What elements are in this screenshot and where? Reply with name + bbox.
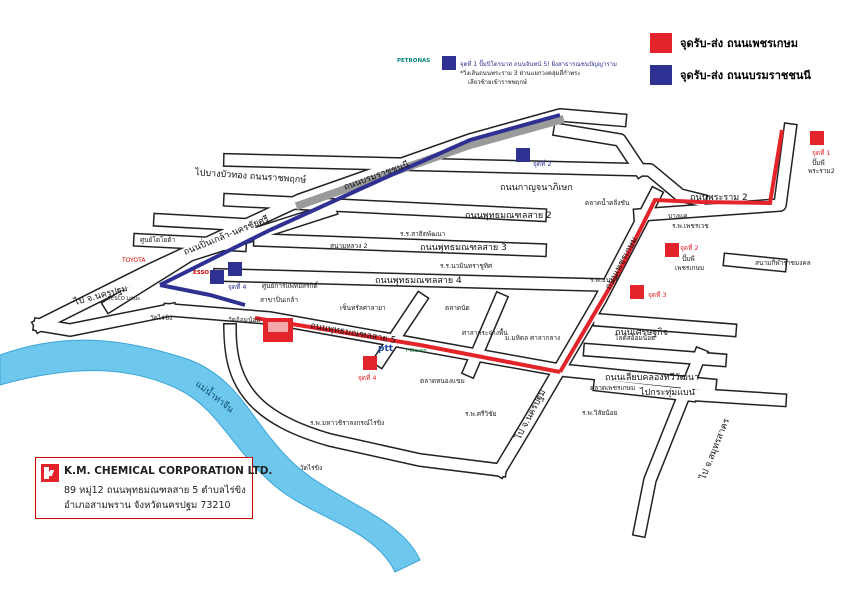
sit-field-label: สนามกีฬาราชมงคล (755, 259, 811, 267)
esso-label: ESSO (193, 270, 209, 276)
tesco-label: TESCO Lotus (107, 296, 140, 302)
point2-top-marker (516, 148, 530, 162)
temple-bottom-label: วัดไร่ขิง (300, 464, 322, 472)
phet-market-label: ตลาดเพชรเกษม (590, 384, 635, 392)
legend-red-swatch (650, 33, 672, 53)
road-label-nakhonpathom2: ไป จ.นครปฐม (512, 388, 548, 443)
company-name: K.M. CHEMICAL CORPORATION LTD. (64, 465, 273, 477)
legend: จุดรับ-ส่ง ถนนเพชรเกษม จุดรับ-ส่ง ถนนบรม… (650, 32, 840, 96)
company-address-2: อำเภอสามพราน จังหวัดนครปฐม 73210 (64, 500, 231, 511)
point1-right-marker (810, 131, 824, 145)
school1-label: ร.ร.สาธิตพัฒนา (400, 230, 446, 238)
road-label-rama2: ถนนพระราม 2 (690, 193, 748, 203)
point1-right-label: จุดที่ 1 (812, 148, 831, 157)
petkasem-hosp-label: ร.พ.เพชรเวช (672, 222, 709, 230)
point3-marker (630, 285, 644, 299)
point4-left-marker-2 (228, 262, 242, 276)
legend-blue-label: จุดรับ-ส่ง ถนนบรมราชชนนี (680, 69, 811, 82)
road-label-sukhaphiban: ถนนเลียบคลองทวีวัฒนา (605, 372, 699, 383)
point2-right-label: จุดที่ 2 (680, 243, 699, 252)
legend-red-label: จุดรับ-ส่ง ถนนเพชรเกษม (680, 37, 798, 50)
sorpor-label: ศาลากลาง (530, 334, 560, 342)
petronas-label: PETRONAS (397, 58, 430, 64)
point4-left-marker (210, 270, 224, 284)
rs-lerdsin-label: ร.พ.ศรีวิชัย (465, 410, 497, 418)
river (0, 339, 421, 573)
bangkae-label: บางแค (668, 212, 688, 220)
company-info-box: K.M. CHEMICAL CORPORATION LTD. 89 หมู่12… (35, 457, 272, 519)
school2-label: ร.ร.นวมินทราชูทิศ (440, 262, 493, 270)
point2-right-sub2: เพชรเกษม (675, 264, 704, 272)
point3-label: จุดที่ 3 (648, 290, 667, 299)
point1-right-sub: ปั๊มพี (812, 158, 825, 167)
road-label-pm2: ถนนพุทธมณฑลสาย 2 (465, 211, 552, 221)
sasin-label: สนามหลวง 2 (330, 242, 368, 250)
point2-right-marker (665, 243, 679, 257)
red-route (254, 316, 561, 374)
company-address-1: 89 หมู่12 ถนนพุทธมณฑลสาย 5 ตำบลไร่ขิง (64, 485, 246, 496)
point2-top-label: จุดที่ 2 (533, 159, 552, 168)
blue-route-branch (159, 283, 246, 307)
road-label-kanchana: ถนนกาญจนาภิเษก (500, 182, 573, 193)
road-label-krathumban: ไปกระทุ่มแบน (639, 387, 695, 398)
road-label-omnoi: ถนนเศรษฐกิจ (615, 327, 668, 338)
point4-left-label: จุดที่ 4 (228, 282, 247, 291)
nongkham-label: ตลาดหนองแขม (420, 377, 465, 385)
point1-top-label-c: เลียวซ้ายเข้าราชพฤกษ์ (468, 78, 527, 86)
pickup-markers (210, 56, 824, 370)
road-label-bangbuathong: ไปบางบัวทอง ถนนราชพฤกษ์ (194, 166, 307, 186)
toyota-place: ศูนย์โตโยต้า (140, 236, 176, 244)
kittiwan-label: ศาลากระจ่างพื้น (462, 328, 508, 337)
road-label-samutsakhon: ไป จ.สมุทรสาคร (697, 417, 732, 482)
point1-right-sub2: พระราม2 (808, 167, 835, 175)
market-label: ตลาดนัด (445, 304, 470, 312)
temple-left-label: วัดไร่ขิง (150, 314, 172, 322)
point4-bottom-marker (363, 356, 377, 370)
phutthahosp-label: ศูนย์การแพทย์สิริกิติ์ (262, 281, 319, 290)
legend-blue-swatch (650, 65, 672, 85)
taling-label: ตลาดน้ำตลิ่งชัน (585, 198, 630, 207)
road-label-pm4: ถนนพุทธมณฑลสาย 4 (375, 276, 462, 286)
km-logo-icon (41, 464, 59, 482)
legend-red-row: จุดรับ-ส่ง ถนนเพชรเกษม (650, 32, 840, 54)
blue-route (159, 113, 561, 287)
seven-label: 7-Eleven (405, 348, 427, 354)
place-labels: จุดที่ 1 ปั๊มปิโตรนาส ถนนจันทน์ 5! ฝั่งส… (107, 58, 835, 472)
mahachai-label: สาขาปิ่นเกล้า (260, 295, 298, 304)
hospital-bottom-label: ร.พ.มหาวชิราลงกรณ์ไร่ขิง (310, 419, 384, 427)
wat-omnoi-label: วัดอ้อมน้อย (228, 316, 260, 324)
point2-right-sub: ปั๊มพี (682, 254, 695, 263)
road-label-pm3: ถนนพุทธมณฑลสาย 3 (420, 243, 507, 253)
point4-bottom-label: จุดที่ 4 (358, 373, 377, 382)
lotus-omnoi-label: โลตัสอ้อมน้อย (615, 334, 655, 342)
soi-vises-label: ร.พ.วิสัยน้อย (582, 409, 618, 417)
legend-blue-row: จุดรับ-ส่ง ถนนบรมราชชนนี (650, 64, 840, 86)
bangkok-hosp-label: ร.พ.ธนบุรี (590, 276, 618, 284)
ptt-label: ptt (378, 344, 394, 354)
red-route-vertical (558, 129, 784, 374)
factory-marker (263, 318, 293, 342)
toyota-label: TOYOTA (121, 257, 146, 264)
point1-top-label-b: *วิ่งเส้นถนนพระราม 3 ฝ่านแยกวงคลุ่มสี่กำ… (460, 69, 581, 77)
central-label: เซ็นทรัลศาลายา (340, 303, 386, 312)
mahidol-label: ม.มหิดล (505, 334, 528, 342)
point1-top-label: จุดที่ 1 ปั๊มปิโตรนาส ถนนจันทน์ 5! ฝั่งส… (460, 59, 617, 68)
point1-top-marker (442, 56, 456, 70)
